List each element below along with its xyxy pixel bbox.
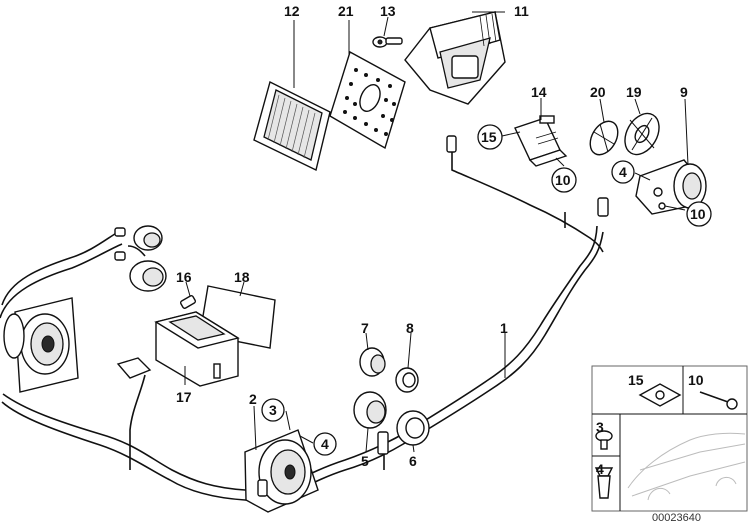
legend-label-10: 10: [688, 372, 704, 388]
legend-label-15: 15: [628, 372, 644, 388]
screw-13: [372, 36, 403, 48]
label-4-bottom: 4: [321, 436, 329, 452]
label-15: 15: [481, 129, 497, 145]
holder-17: [154, 311, 240, 387]
callout-3: [261, 398, 285, 422]
grommet-lower-left: [129, 260, 167, 292]
small-parts-legend: 15 10 3 4: [591, 365, 748, 512]
tweeter: [635, 159, 707, 215]
label-20: 20: [590, 84, 606, 100]
label-6: 6: [409, 453, 417, 469]
label-8: 8: [406, 320, 414, 336]
speaker-grille: [253, 80, 331, 172]
label-10a: 10: [555, 172, 571, 188]
wiring-harness: [0, 135, 609, 504]
label-17: 17: [176, 389, 192, 405]
part-labels: 12 21 13 11 14 15 10 20 19 9 4 10 16 18 …: [176, 3, 712, 469]
connector-plug: [116, 357, 152, 379]
ring-8: [395, 367, 419, 393]
cover-20: [589, 120, 619, 156]
label-18: 18: [234, 269, 250, 285]
label-11: 11: [514, 3, 529, 19]
leader-lines: [184, 11, 689, 453]
door-speaker: [244, 429, 319, 513]
label-16: 16: [176, 269, 192, 285]
grommet-5: [353, 391, 387, 429]
label-10b: 10: [690, 206, 706, 222]
callout-4-top: [611, 160, 635, 184]
callout-15: [477, 124, 503, 150]
label-2: 2: [249, 391, 257, 407]
label-1: 1: [500, 320, 508, 336]
label-19: 19: [626, 84, 642, 100]
speaker-housing: [404, 11, 506, 105]
cover-19: [624, 112, 660, 156]
ring-6: [396, 410, 430, 446]
label-3: 3: [269, 402, 277, 418]
label-14: 14: [531, 84, 547, 100]
grommet-7: [359, 347, 386, 377]
label-5: 5: [361, 453, 369, 469]
label-12: 12: [284, 3, 300, 19]
callout-4-bottom: [313, 432, 337, 456]
label-7: 7: [361, 320, 369, 336]
rear-woofer: [3, 297, 79, 393]
connector-module: [514, 115, 568, 167]
document-number: 00023640: [652, 512, 701, 524]
label-21: 21: [338, 3, 354, 19]
grommet-upper-left: [133, 225, 163, 251]
label-9: 9: [680, 84, 688, 100]
mounting-plate: [329, 50, 406, 150]
callout-10a: [551, 167, 577, 193]
legend-label-3: 3: [596, 419, 604, 435]
label-13: 13: [380, 3, 396, 19]
label-4-top: 4: [619, 164, 627, 180]
legend-label-4: 4: [596, 461, 604, 477]
callout-10b: [686, 201, 712, 227]
